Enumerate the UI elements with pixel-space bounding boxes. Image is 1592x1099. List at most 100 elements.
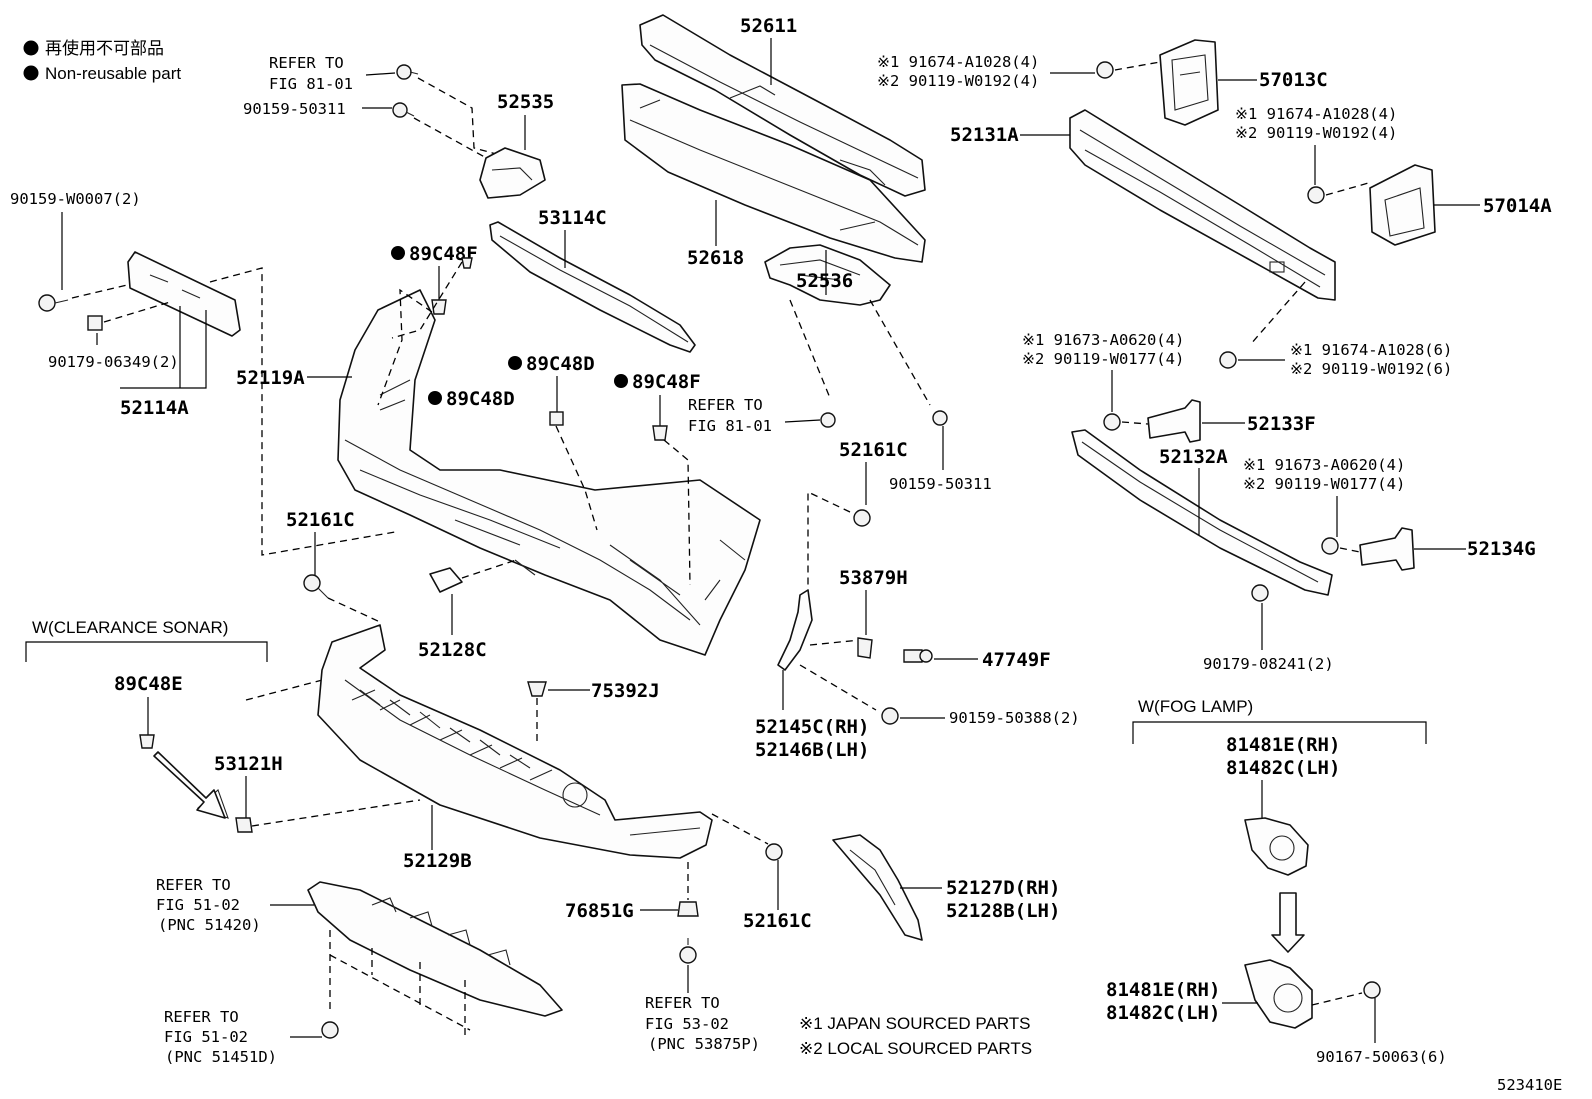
part-52536-bracket [764,244,891,306]
non-reusable-dot-icon [428,391,442,405]
bolt-icon [820,412,836,428]
non-reusable-dot-icon [23,40,39,56]
label-89C48D-b: 89C48D [526,353,595,375]
label-52611: 52611 [740,15,797,37]
bolt-icon [881,707,899,725]
label-q1-2: ※2 90119-W0192(4) [877,72,1039,90]
part-52128c-cap [429,567,463,593]
bolt-icon [396,64,419,80]
clip-icon [652,425,668,441]
label-90159-50388: 90159-50388(2) [949,709,1080,727]
label-52131A: 52131A [950,124,1019,146]
part-52611-absorber [639,14,926,197]
ref-81-01-mid: REFER TO [688,396,763,414]
label-52536: 52536 [796,270,853,292]
part-53114c-molding [489,221,696,353]
non-reusable-dot-icon [23,65,39,81]
bolt-icon [1103,413,1121,431]
part-52145c-side-bracket [777,589,813,671]
label-81482C-a: 81482C(LH) [1226,757,1340,779]
label-53121H: 53121H [214,753,283,775]
label-q4-2: ※2 90119-W0192(6) [1290,360,1452,378]
label-57014A: 57014A [1483,195,1552,217]
part-52129b-lower-grille [317,624,713,859]
part-52618-absorber [621,83,926,263]
bolt-icon [38,294,69,312]
clip-icon [853,509,871,527]
label-52145C: 52145C(RH) [755,716,869,738]
part-52132a-lower-reinforcement [1071,429,1333,596]
label-89C48F-a: 89C48F [409,243,478,265]
screw-icon [903,649,933,663]
part-52114a-license-bracket [127,251,241,337]
part-engine-under-cover [307,881,563,1017]
clip-icon [527,681,547,697]
label-52132A: 52132A [1159,446,1228,468]
label-47749F: 47749F [982,649,1051,671]
non-reusable-dot-icon [508,356,522,370]
arrow-down-icon [1271,892,1305,953]
label-q3-2: ※2 90119-W0177(4) [1022,350,1184,368]
bolt-icon [679,938,697,964]
clip-icon [431,299,447,315]
bolt-icon [1307,186,1325,204]
clip-icon [549,411,564,426]
label-89C48D-a: 89C48D [446,388,515,410]
label-76851G: 76851G [565,900,634,922]
part-52134g-bracket [1359,527,1415,571]
footnote-2: ※2 LOCAL SOURCED PARTS [799,1039,1032,1058]
part-57013c-stay [1159,39,1219,126]
label-52146B: 52146B(LH) [755,739,869,761]
bolt-icon [1321,537,1339,555]
non-reusable-dot-icon [391,246,405,260]
part-52535-bracket [479,147,546,199]
ref-51-02-b: REFER TO [164,1008,239,1026]
screw-icon [1363,981,1381,999]
part-52127d-seal [832,834,923,941]
non-reusable-dot-icon [614,374,628,388]
label-81481E-a: 81481E(RH) [1226,734,1340,756]
label-75392J: 75392J [591,680,660,702]
clip-icon [677,901,699,917]
label-90179-06349: 90179-06349(2) [48,353,179,371]
label-89C48E: 89C48E [114,673,183,695]
label-52133F: 52133F [1247,413,1316,435]
label-52128B: 52128B(LH) [946,900,1060,922]
label-52161C-b: 52161C [839,439,908,461]
sensor-clip-icon [139,734,155,749]
part-52131a-reinforcement [1069,109,1336,301]
sensor-icon [235,817,253,833]
part-fog-lamp-assembly [1244,959,1313,1029]
label-q1-1: ※1 91674-A1028(4) [877,53,1039,71]
bolt-icon [1096,61,1114,79]
label-90159-W0007: 90159-W0007(2) [10,190,141,208]
label-52129B: 52129B [403,850,472,872]
part-fog-lamp-bracket [1244,817,1309,876]
label-90159-50311-mid: 90159-50311 [889,475,992,493]
label-81481E-b: 81481E(RH) [1106,979,1220,1001]
ref-81-01-top: REFER TO [269,54,344,72]
label-q2-2: ※2 90119-W0192(4) [1235,124,1397,142]
label-53879H: 53879H [839,567,908,589]
part-52119a-bumper-cover [337,289,761,656]
label-52161C-c: 52161C [743,910,812,932]
ref-81-01-mid-fig: FIG 81-01 [688,417,772,435]
bolt-icon [321,1021,339,1039]
ref-51-02-a: REFER TO [156,876,231,894]
clip-icon [765,843,783,861]
label-90167-50063: 90167-50063(6) [1316,1048,1447,1066]
label-q5-1: ※1 91673-A0620(4) [1243,456,1405,474]
label-q2-1: ※1 91674-A1028(4) [1235,105,1397,123]
label-52134G: 52134G [1467,538,1536,560]
part-57014a-stay [1369,164,1436,246]
section-fog-lamp: W(FOG LAMP) [1138,697,1253,716]
ref-81-01-top-fig: FIG 81-01 [269,75,353,93]
label-57013C: 57013C [1259,69,1328,91]
label-81482C-b: 81482C(LH) [1106,1002,1220,1024]
label-89C48F-b: 89C48F [632,371,701,393]
ref-53-02-pnc: (PNC 53875P) [648,1035,760,1053]
section-clearance-sonar: W(CLEARANCE SONAR) [32,618,228,637]
label-53114C: 53114C [538,207,607,229]
part-52133f-bracket [1147,399,1201,443]
bolt-icon [932,410,948,426]
